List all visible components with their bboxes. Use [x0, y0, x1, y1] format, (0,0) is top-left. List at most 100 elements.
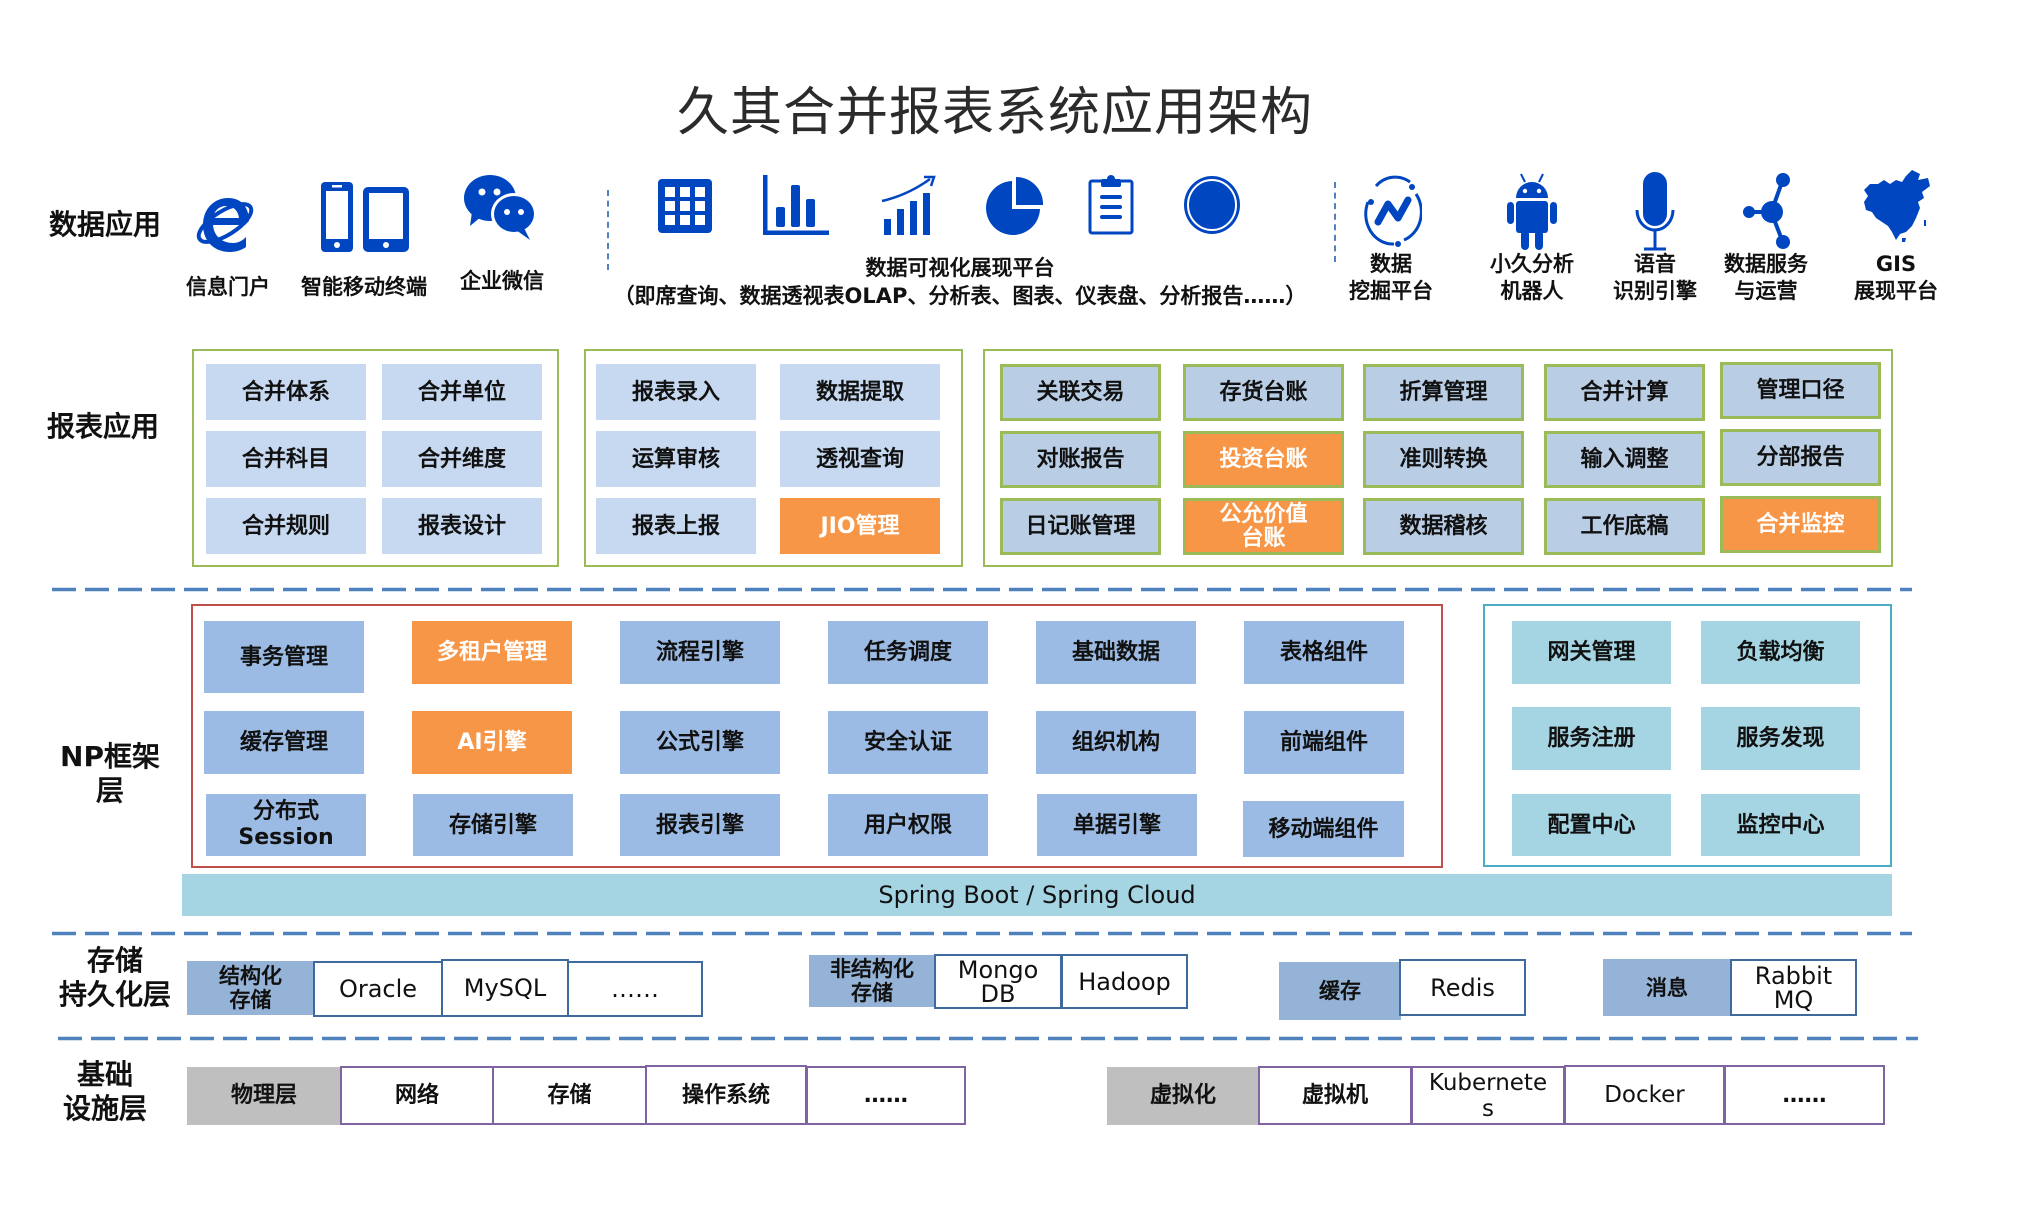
- report-item[interactable]: 管理口径: [1720, 362, 1881, 419]
- np-item[interactable]: 表格组件: [1244, 621, 1404, 684]
- infra-item[interactable]: ……: [806, 1066, 966, 1125]
- layer-label-line: 设施层: [62, 1092, 147, 1125]
- infra-item-line: Kubernete: [1428, 1069, 1548, 1096]
- report-group-business: [983, 349, 1893, 567]
- report-item[interactable]: 合并体系: [206, 364, 366, 420]
- report-item[interactable]: 合并单位: [382, 364, 542, 420]
- storage-item[interactable]: Oracle: [313, 961, 443, 1017]
- np-item[interactable]: 组织机构: [1036, 711, 1196, 774]
- caption-line: 机器人: [1500, 279, 1564, 303]
- report-item[interactable]: 存货台账: [1183, 364, 1344, 421]
- report-item[interactable]: 日记账管理: [1000, 498, 1161, 555]
- report-item[interactable]: 透视查询: [780, 431, 940, 487]
- np-item[interactable]: 安全认证: [828, 711, 988, 774]
- np-item[interactable]: 事务管理: [204, 621, 364, 693]
- np-item[interactable]: 分布式 Session: [206, 794, 366, 856]
- layer-label-infra: 基础 设施层: [40, 1058, 170, 1126]
- china-map-icon[interactable]: [1862, 168, 1932, 244]
- cloud-item[interactable]: 负载均衡: [1701, 621, 1860, 684]
- report-group-reporting: [584, 349, 963, 567]
- wechat-icon[interactable]: [462, 172, 540, 244]
- np-item[interactable]: 基础数据: [1036, 621, 1196, 684]
- report-item[interactable]: 报表录入: [596, 364, 756, 420]
- np-item[interactable]: 前端组件: [1244, 711, 1404, 774]
- report-item[interactable]: 数据稽核: [1363, 498, 1524, 555]
- np-item[interactable]: 任务调度: [828, 621, 988, 684]
- report-item-highlight[interactable]: 投资台账: [1183, 431, 1344, 488]
- storage-item[interactable]: ……: [567, 961, 703, 1017]
- np-item[interactable]: 流程引擎: [620, 621, 780, 684]
- report-item[interactable]: 合并规则: [206, 498, 366, 554]
- report-item[interactable]: 报表上报: [596, 498, 756, 554]
- np-item-highlight[interactable]: 多租户管理: [412, 621, 572, 684]
- trend-chart-icon[interactable]: [880, 175, 938, 235]
- report-item[interactable]: 合并计算: [1544, 364, 1705, 421]
- report-item[interactable]: 分部报告: [1720, 429, 1881, 486]
- pie-chart-icon[interactable]: [985, 176, 1045, 236]
- storage-item[interactable]: Redis: [1399, 959, 1526, 1016]
- table-grid-icon[interactable]: [657, 178, 713, 234]
- cloud-item[interactable]: 服务发现: [1701, 707, 1860, 770]
- infra-item[interactable]: 虚拟机: [1258, 1066, 1412, 1125]
- infra-item[interactable]: Kubernete s: [1411, 1066, 1565, 1125]
- ie-browser-icon[interactable]: [193, 185, 257, 257]
- np-item[interactable]: 存储引擎: [413, 794, 573, 856]
- clipboard-icon[interactable]: [1088, 175, 1134, 235]
- android-robot-icon[interactable]: [1506, 172, 1558, 252]
- layer-label-np-framework: NP框架 层: [40, 740, 180, 808]
- np-item[interactable]: 公式引擎: [620, 711, 780, 774]
- share-nodes-icon[interactable]: [1742, 172, 1792, 252]
- layer-label-line: 存储: [86, 944, 143, 977]
- storage-label-line: 存储: [851, 981, 893, 1005]
- storage-item[interactable]: Hadoop: [1061, 954, 1188, 1009]
- infra-item[interactable]: Docker: [1564, 1065, 1725, 1125]
- report-item[interactable]: 对账报告: [1000, 431, 1161, 488]
- np-item-highlight[interactable]: AI引擎: [412, 711, 572, 774]
- np-item[interactable]: 单据引擎: [1037, 794, 1197, 856]
- infra-item[interactable]: 操作系统: [645, 1065, 807, 1125]
- np-item[interactable]: 报表引擎: [620, 794, 780, 856]
- caption-enterprise-wechat: 企业微信: [460, 269, 544, 293]
- report-item[interactable]: 运算审核: [596, 431, 756, 487]
- infra-item[interactable]: 网络: [340, 1066, 494, 1125]
- storage-item[interactable]: MySQL: [441, 959, 569, 1017]
- data-mining-icon[interactable]: [1364, 172, 1422, 250]
- layer-label-report-app: 报表应用: [46, 410, 159, 443]
- spring-framework-bar[interactable]: Spring Boot / Spring Cloud: [182, 874, 1892, 916]
- cloud-item[interactable]: 服务注册: [1512, 707, 1671, 770]
- storage-item-line: Rabbit: [1754, 961, 1833, 990]
- report-item[interactable]: 合并科目: [206, 431, 366, 487]
- cloud-item[interactable]: 网关管理: [1512, 621, 1671, 684]
- caption-line: 数据服务: [1724, 252, 1808, 276]
- report-group-consolidation: [192, 349, 559, 567]
- infra-item[interactable]: ……: [1724, 1065, 1885, 1125]
- report-item[interactable]: 折算管理: [1363, 364, 1524, 421]
- viz-platform-subtitle: （即席查询、数据透视表OLAP、分析表、图表、仪表盘、分析报告……）: [613, 284, 1307, 308]
- report-item[interactable]: 数据提取: [780, 364, 940, 420]
- physical-layer-label: 物理层: [187, 1067, 341, 1125]
- np-item[interactable]: 用户权限: [828, 794, 988, 856]
- layer-divider: [52, 587, 1912, 592]
- report-item[interactable]: 报表设计: [382, 498, 542, 554]
- report-item-highlight[interactable]: 公允价值 台账: [1183, 498, 1344, 555]
- microphone-icon[interactable]: [1634, 172, 1676, 252]
- infra-item[interactable]: 存储: [492, 1066, 647, 1125]
- np-item[interactable]: 移动端组件: [1243, 801, 1404, 857]
- bar-chart-icon[interactable]: [763, 175, 831, 235]
- circle-icon[interactable]: [1183, 175, 1241, 235]
- mobile-devices-icon[interactable]: [319, 180, 411, 254]
- report-item[interactable]: 工作底稿: [1544, 498, 1705, 555]
- report-item-highlight[interactable]: JIO管理: [780, 498, 940, 554]
- report-item[interactable]: 输入调整: [1544, 431, 1705, 488]
- cloud-item[interactable]: 监控中心: [1701, 794, 1860, 856]
- report-item[interactable]: 关联交易: [1000, 364, 1161, 421]
- layer-label-line: 层: [95, 774, 124, 807]
- layer-label-storage: 存储 持久化层: [40, 944, 190, 1012]
- report-item-highlight[interactable]: 合并监控: [1720, 496, 1881, 553]
- cloud-item[interactable]: 配置中心: [1512, 794, 1671, 856]
- report-item[interactable]: 准则转换: [1363, 431, 1524, 488]
- storage-item[interactable]: Rabbit MQ: [1730, 959, 1857, 1016]
- report-item[interactable]: 合并维度: [382, 431, 542, 487]
- np-item[interactable]: 缓存管理: [204, 711, 364, 774]
- storage-item[interactable]: Mongo DB: [934, 954, 1062, 1009]
